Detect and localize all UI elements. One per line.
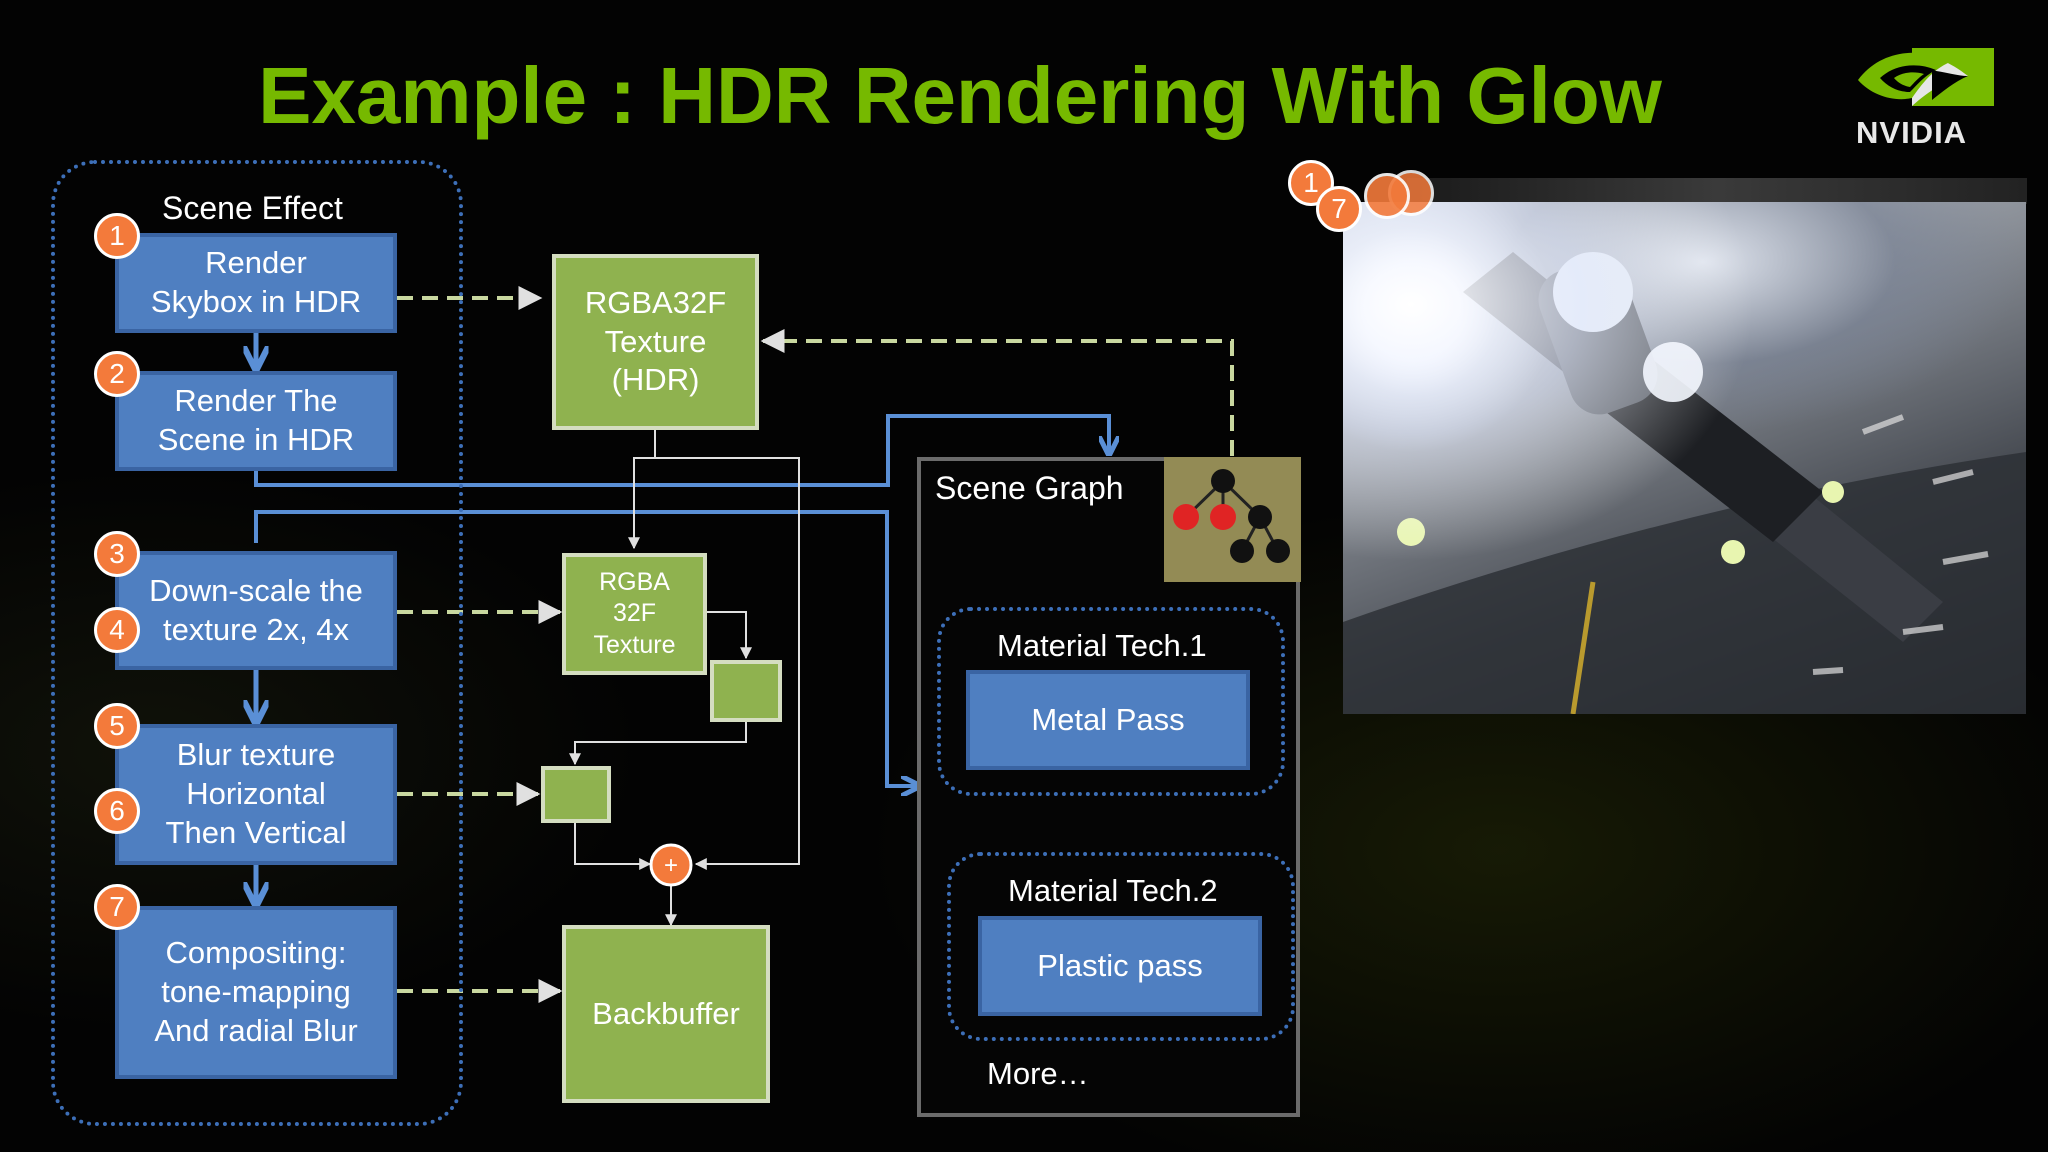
combine-symbol: + xyxy=(664,852,678,879)
step-badge: 2 xyxy=(94,351,140,397)
step-downscale: Down-scale the texture 2x, 4x xyxy=(115,551,397,670)
screenshot-badge: 1 xyxy=(1288,160,1334,206)
scene-effect-group xyxy=(51,160,463,1126)
screenshot-badge xyxy=(1364,173,1410,219)
backbuffer-box: Backbuffer xyxy=(562,925,770,1103)
scene-graph-tree-icon xyxy=(1164,457,1301,582)
step-render-skybox: Render Skybox in HDR xyxy=(115,233,397,333)
step-badge: 4 xyxy=(94,607,140,653)
dashed-arrows xyxy=(397,286,1234,1003)
slide-title: Example : HDR Rendering With Glow xyxy=(258,51,1662,140)
more-label: More… xyxy=(987,1056,1089,1091)
step-badge: 6 xyxy=(94,788,140,834)
scene-effect-label: Scene Effect xyxy=(162,190,343,226)
texture-flow-lines xyxy=(569,430,800,927)
screenshot-stack-edge xyxy=(1407,178,2027,204)
material-tech-2-group xyxy=(947,852,1295,1041)
material-tech-2-label: Material Tech.2 xyxy=(1008,873,1218,908)
step-badge: 5 xyxy=(94,703,140,749)
screenshot-badge: 7 xyxy=(1316,186,1362,232)
step-badge: 1 xyxy=(94,213,140,259)
hdr-texture-box: RGBA32F Texture (HDR) xyxy=(552,254,759,430)
combine-node: + xyxy=(649,843,693,887)
step-badge: 7 xyxy=(94,884,140,930)
step-badge: 3 xyxy=(94,531,140,577)
hdr-glow-render-image xyxy=(1343,202,2026,714)
metal-pass-box: Metal Pass xyxy=(966,670,1250,770)
material-tech-1-label: Material Tech.1 xyxy=(997,628,1207,663)
step-render-scene: Render The Scene in HDR xyxy=(115,371,397,471)
scene-graph-label: Scene Graph xyxy=(935,470,1124,506)
nvidia-logo-icon xyxy=(1858,48,1994,106)
plastic-pass-box: Plastic pass xyxy=(978,916,1262,1016)
small-texture-box: RGBA 32F Texture xyxy=(562,553,707,675)
blurred-texture-box xyxy=(541,766,611,823)
step-compositing: Compositing: tone-mapping And radial Blu… xyxy=(115,906,397,1079)
brand-wordmark: NVIDIA xyxy=(1856,115,1968,150)
step-blur: Blur texture Horizontal Then Vertical xyxy=(115,724,397,865)
scene-graph-links xyxy=(254,414,1109,786)
material-tech-1-group xyxy=(937,607,1285,796)
render-scene-icon xyxy=(1343,202,2026,714)
downscaled-texture-box xyxy=(710,660,782,722)
